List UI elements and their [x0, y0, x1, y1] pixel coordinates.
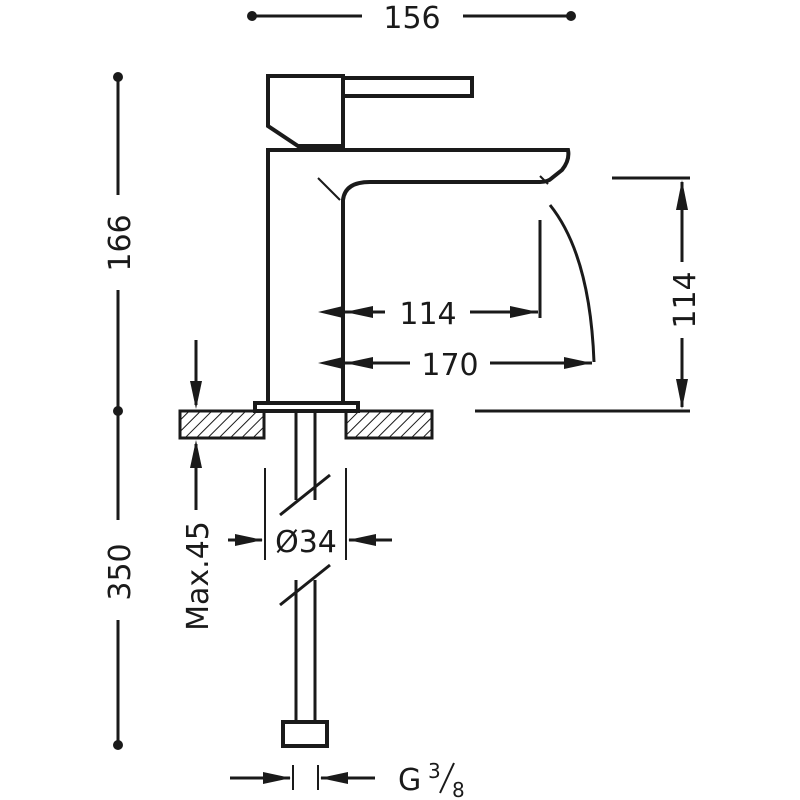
supply-hose [279, 411, 331, 748]
dim-overall-width: 156 [247, 1, 576, 36]
faucet-body [253, 74, 571, 413]
dim-max-deck-thickness: Max.45 [181, 340, 216, 631]
countertop [178, 409, 434, 440]
spout-outer-reach-label: 170 [421, 348, 478, 383]
dim-hole-diameter: Ø34 [228, 468, 392, 560]
hole-diameter-label: Ø34 [275, 525, 337, 560]
dim-spout-inner-reach: 114 [318, 297, 538, 332]
water-stream [538, 204, 596, 363]
lower-height-label: 350 [103, 543, 138, 600]
spout-height-label: 114 [668, 271, 703, 328]
overall-width-label: 156 [383, 1, 440, 36]
dim-connection-thread: G 3 8 [230, 759, 465, 800]
upper-height-label: 166 [103, 214, 138, 271]
dim-spout-outer-reach: 170 [318, 348, 592, 383]
spout-inner-reach-label: 114 [399, 297, 456, 332]
connection-numerator-label: 3 [428, 759, 441, 783]
connection-denominator-label: 8 [452, 778, 465, 800]
dim-spout-height: 114 [475, 176, 703, 413]
dim-left-vertical: 166 350 [103, 72, 138, 750]
connection-prefix-label: G [398, 763, 421, 798]
max-deck-thickness-label: Max.45 [181, 521, 216, 631]
